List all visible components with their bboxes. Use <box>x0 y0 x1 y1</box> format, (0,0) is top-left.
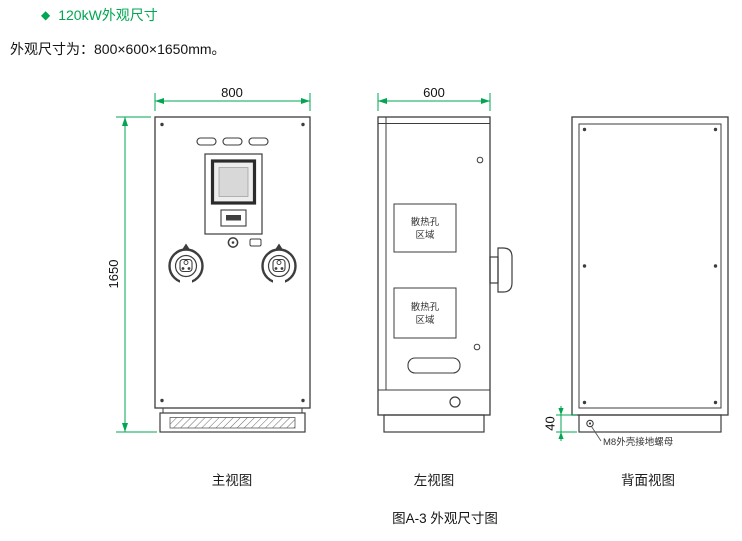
back-dimension-lines <box>556 406 577 441</box>
back-view: M8外壳接地螺母 40 <box>543 116 729 448</box>
back-panel-outline <box>578 123 722 409</box>
front-display-panel <box>204 153 263 235</box>
front-dimension-lines <box>116 93 311 433</box>
vent-area-top: 散热孔 区域 <box>393 203 457 253</box>
vent-bottom-label-line2: 区域 <box>415 314 435 326</box>
vent-area-bottom: 散热孔 区域 <box>393 287 457 339</box>
front-base <box>159 408 306 433</box>
front-cabinet-outline <box>154 116 311 409</box>
side-bottom-slot <box>407 357 461 374</box>
base-grille <box>169 417 296 429</box>
screen <box>218 167 249 197</box>
front-height-dim-text: 1650 <box>106 260 121 289</box>
back-dimension-arrows <box>558 408 564 439</box>
back-base <box>578 414 722 433</box>
side-view: 散热孔 区域 散热孔 区域 <box>377 85 513 433</box>
charging-holster-left <box>168 243 204 288</box>
card-slot <box>220 209 247 227</box>
dimension-statement: 外观尺寸为：800×600×1650mm。 <box>10 41 226 57</box>
side-dimension-lines <box>377 93 491 111</box>
charging-holster-right <box>261 243 297 288</box>
base-height-dim-text: 40 <box>543 416 558 430</box>
side-screw-bottom <box>473 343 481 351</box>
side-view-label: 左视图 <box>413 473 455 488</box>
back-cabinet-outline <box>571 116 729 416</box>
side-depth-dim-text: 600 <box>423 85 445 100</box>
section-heading: ◆ 120kW外观尺寸 <box>41 5 158 25</box>
side-base <box>383 414 485 433</box>
grounding-note-text: M8外壳接地螺母 <box>603 436 673 448</box>
front-width-dim-text: 800 <box>221 85 243 100</box>
side-screw-top <box>476 156 484 164</box>
indicator-window <box>249 238 262 247</box>
vent-top-label-line1: 散热孔 <box>411 216 440 228</box>
diamond-bullet-icon: ◆ <box>41 8 51 22</box>
figure-caption: 图A-3 外观尺寸图 <box>392 511 498 526</box>
grounding-leader-line <box>591 426 602 442</box>
side-dimension-arrows <box>378 98 490 104</box>
side-gun-holder <box>489 247 513 293</box>
front-corner-screws <box>160 122 305 403</box>
vent-bottom-label-line1: 散热孔 <box>411 301 440 313</box>
front-top-vents <box>196 137 269 146</box>
back-panel-screws <box>582 127 718 405</box>
vent-top-label-line2: 区域 <box>415 229 435 241</box>
front-stop-button <box>227 237 262 248</box>
front-view-label: 主视图 <box>211 473 253 488</box>
front-dimension-arrows <box>122 98 310 432</box>
grounding-nut <box>586 419 594 428</box>
front-view: 800 1650 <box>106 85 311 433</box>
back-view-label: 背面视图 <box>621 473 675 488</box>
side-cabinet-outline <box>377 116 491 416</box>
section-title: 120kW外观尺寸 <box>58 7 158 23</box>
side-bolt-hole <box>449 396 461 408</box>
